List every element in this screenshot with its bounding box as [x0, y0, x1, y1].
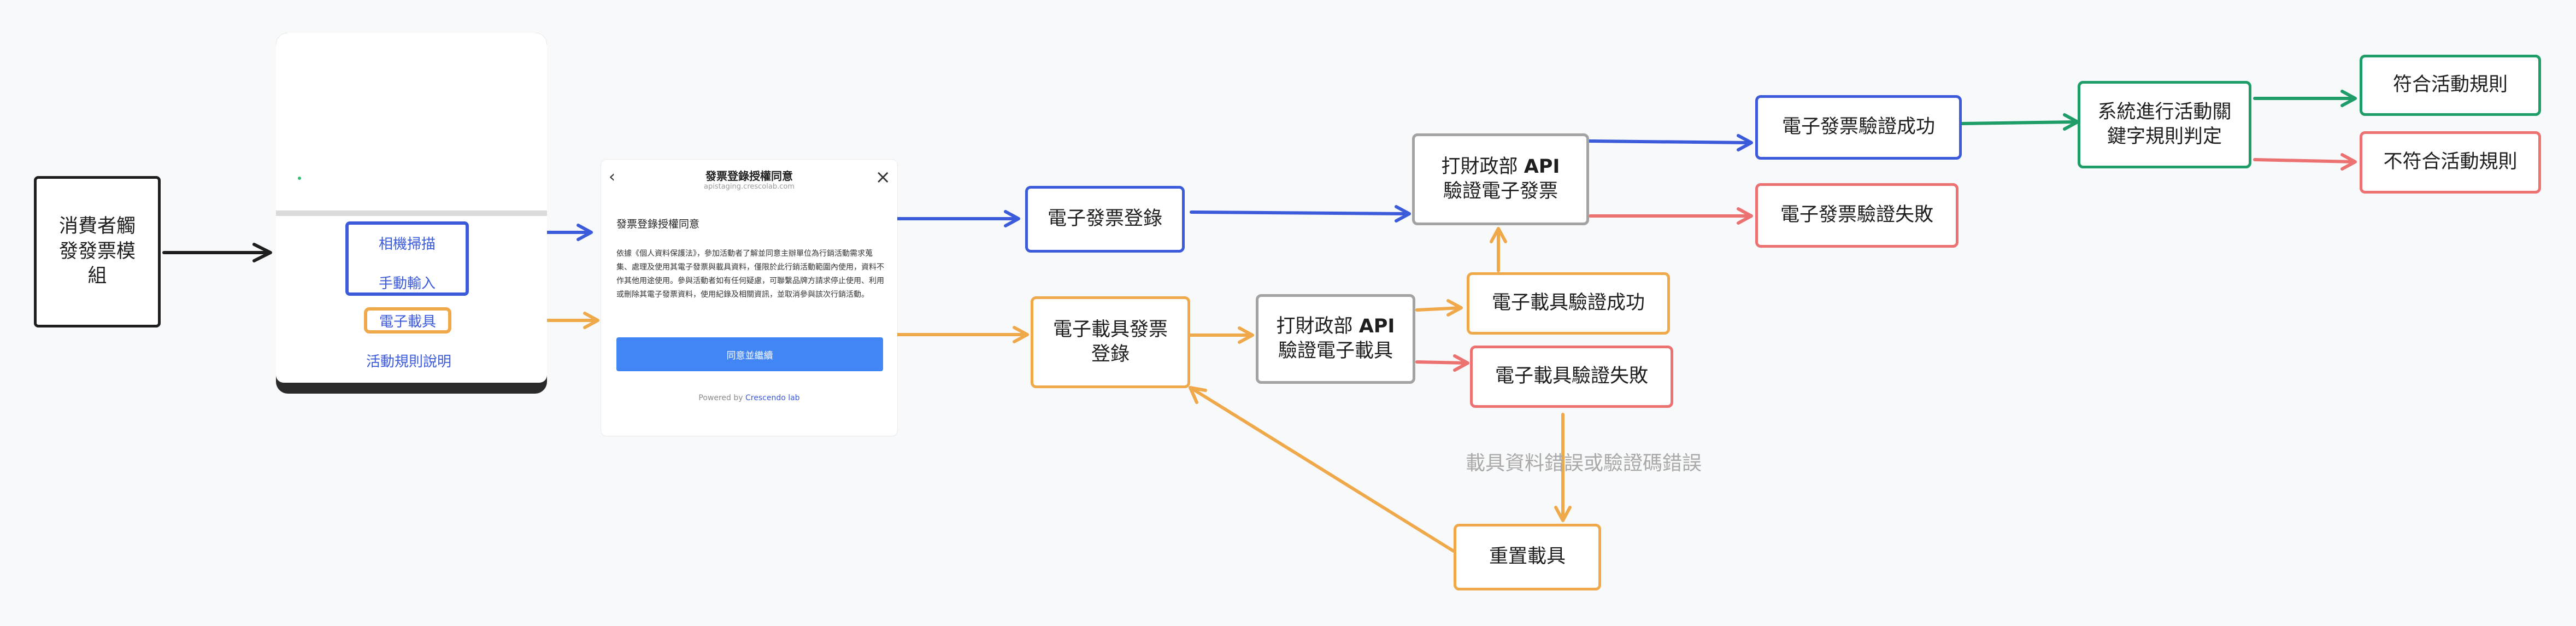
phone-mockup — [276, 33, 547, 394]
node-api-carrier-label: 打財政部 API 驗證電子載具 — [1276, 315, 1395, 362]
arrow-api-carrier-to-success — [1415, 306, 1462, 312]
node-rule-check: 系統進行活動關 鍵字規則判定 — [2078, 81, 2251, 168]
node-rule-check-label: 系統進行活動關 鍵字規則判定 — [2097, 101, 2232, 148]
node-rule-nomatch-label: 不符合活動規則 — [2383, 151, 2518, 173]
node-api-carrier: 打財政部 API 驗證電子載具 — [1256, 294, 1415, 384]
powered-by-brand: Crescendo lab — [745, 394, 800, 402]
arrow-api-carrier-to-fail — [1415, 360, 1468, 365]
node-carrier-fail-label: 電子載具驗證失敗 — [1495, 365, 1648, 388]
edge-label-carrier-error: 載具資料錯誤或驗證碼錯誤 — [1466, 452, 1702, 475]
consent-dialog: ‹ 發票登錄授權同意 apistaging.crescolab.com × 發票… — [601, 160, 897, 436]
back-icon[interactable]: ‹ — [609, 167, 615, 186]
dialog-subtitle: apistaging.crescolab.com — [704, 183, 795, 191]
arrow-api-to-einvoice-success — [1587, 139, 1752, 144]
dialog-title: 發票登錄授權同意 — [705, 169, 793, 183]
node-trigger-label: 消費者觸 發發票模 組 — [58, 215, 136, 288]
node-carrier-login: 電子載具發票 登錄 — [1031, 296, 1190, 388]
node-einvoice-fail: 電子發票驗證失敗 — [1755, 183, 1959, 248]
node-einvoice-login: 電子發票登錄 — [1025, 186, 1185, 253]
node-rule-nomatch: 不符合活動規則 — [2360, 131, 2541, 194]
dialog-body-text: 依據《個人資料保護法》，參加活動者了解並同意主辦單位為行銷活動需求蒐集、處理及使… — [616, 249, 884, 299]
node-reset-carrier-label: 重置載具 — [1489, 546, 1566, 568]
node-einvoice-login-label: 電子發票登錄 — [1047, 208, 1162, 230]
arrow-reset-to-carrier-login — [1190, 387, 1455, 553]
option-manual-input[interactable]: 手動輸入 — [378, 276, 436, 292]
node-api-einvoice-label: 打財政部 API 驗證電子發票 — [1441, 155, 1560, 203]
node-rule-match: 符合活動規則 — [2360, 55, 2541, 116]
arrow-einvoice-login-to-api — [1190, 210, 1410, 215]
powered-by-prefix: Powered by — [698, 394, 745, 402]
node-reset-carrier: 重置載具 — [1454, 524, 1601, 590]
node-carrier-success: 電子載具驗證成功 — [1467, 272, 1670, 335]
node-rule-match-label: 符合活動規則 — [2392, 74, 2508, 96]
node-trigger: 消費者觸 發發票模 組 — [34, 176, 161, 327]
arrow-rule-check-to-nomatch — [2253, 158, 2356, 163]
node-einvoice-success: 電子發票驗證成功 — [1755, 95, 1962, 160]
node-carrier-login-label: 電子載具發票 登錄 — [1052, 318, 1168, 366]
option-e-carrier[interactable]: 電子載具 — [364, 307, 451, 334]
node-einvoice-success-label: 電子發票驗證成功 — [1781, 116, 1935, 138]
powered-by: Powered by Crescendo lab — [601, 394, 897, 402]
agree-continue-label: 同意並繼續 — [726, 350, 773, 361]
node-carrier-fail: 電子載具驗證失敗 — [1470, 346, 1673, 408]
option-camera-scan[interactable]: 相機掃描 — [378, 236, 436, 253]
arrow-success-to-rule-check — [1960, 120, 2078, 125]
node-carrier-success-label: 電子載具驗證成功 — [1491, 292, 1645, 314]
option-e-carrier-label: 電子載具 — [379, 313, 436, 330]
option-rules-link[interactable]: 活動規則說明 — [366, 354, 451, 370]
agree-continue-button[interactable]: 同意並繼續 — [616, 337, 883, 371]
dialog-heading: 發票登錄授權同意 — [616, 218, 700, 230]
node-einvoice-fail-label: 電子發票驗證失敗 — [1780, 204, 1933, 226]
phone-option-group-highlight — [345, 221, 469, 296]
close-icon[interactable]: × — [875, 166, 891, 188]
node-api-einvoice: 打財政部 API 驗證電子發票 — [1412, 133, 1589, 225]
